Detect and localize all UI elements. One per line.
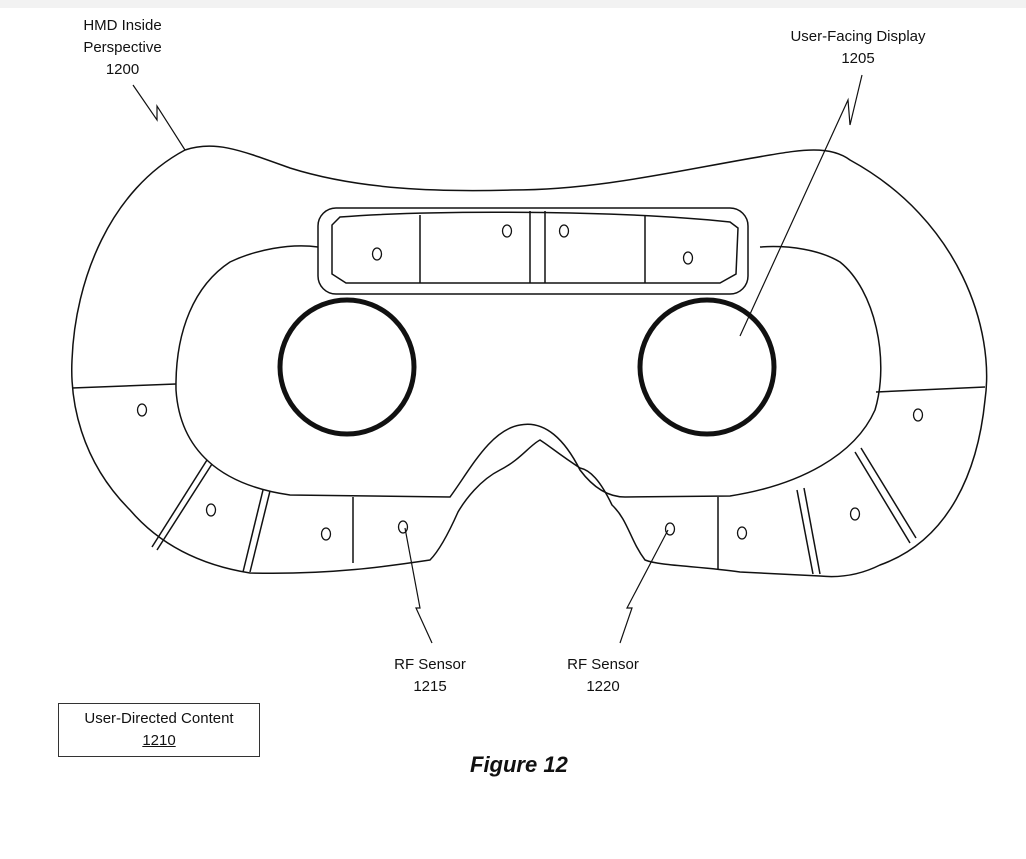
hmd-label: HMD Inside Perspective 1200 [60,15,185,81]
left-display-lens [277,297,417,437]
page-top-bar [0,0,1026,8]
pad-dividers [71,383,986,575]
content-box-ref: 1210 [142,732,176,749]
top-frame-inner [331,211,739,284]
rf-sensor-1220-label: RF Sensor 1220 [553,654,653,698]
hmd-title-line1: HMD Inside [83,17,162,34]
display-label: User-Facing Display 1205 [778,26,938,70]
sensor-dots [136,224,924,541]
hmd-title-line2: Perspective [83,39,162,56]
top-frame-outer [317,207,749,295]
rf-sensor-left-ref: 1215 [413,678,447,695]
hmd-outer-outline [71,145,988,578]
hmd-ref: 1200 [105,61,140,78]
rf-sensor-1215-label: RF Sensor 1215 [380,654,480,698]
rf-sensor-right-title: RF Sensor [567,656,639,673]
leader-lines [132,74,863,644]
user-directed-content-box: User-Directed Content 1210 [58,703,260,757]
rf-sensor-right-ref: 1220 [586,678,620,695]
figure-caption: Figure 12 [470,752,568,777]
display-ref: 1205 [841,50,875,67]
hmd-inner-opening [175,245,882,498]
display-title: User-Facing Display [790,28,926,45]
content-box-title: User-Directed Content [84,710,234,727]
right-display-lens [637,297,777,437]
rf-sensor-left-title: RF Sensor [394,656,466,673]
